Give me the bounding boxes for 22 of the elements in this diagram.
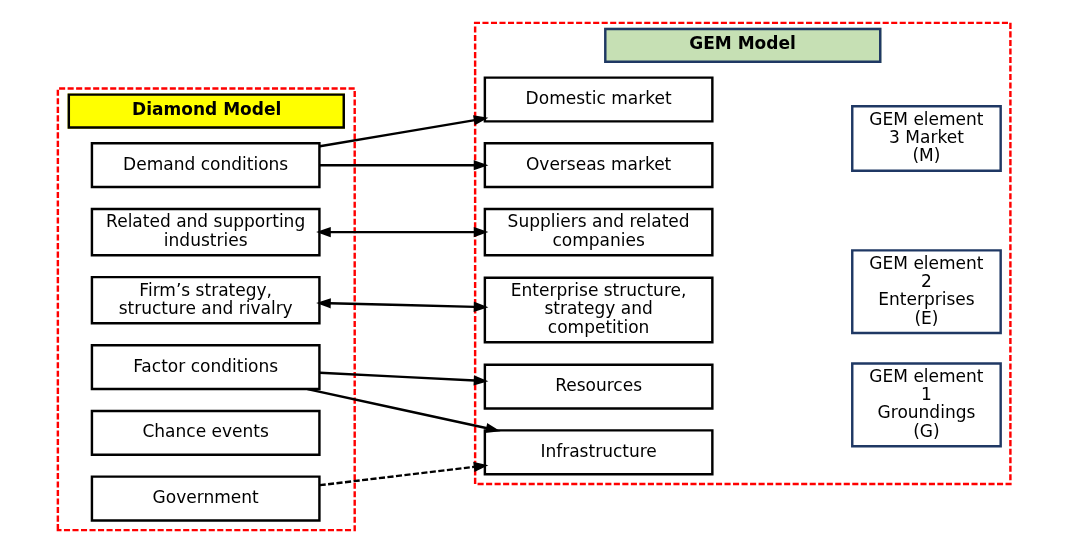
- arrow: [316, 298, 489, 312]
- node-box: Firm’s strategy, structure and rivalry: [90, 275, 321, 325]
- arrow: [319, 371, 489, 386]
- node-box: Overseas market: [483, 142, 714, 189]
- arrow: [319, 461, 489, 487]
- arrow: [319, 160, 489, 171]
- node-box: Chance events: [90, 409, 321, 456]
- node-box: Demand conditions: [90, 142, 321, 189]
- arrow: [316, 226, 489, 238]
- node-box: Factor conditions: [90, 344, 321, 391]
- node-box: Resources: [483, 363, 714, 410]
- node-box: Government: [90, 475, 321, 522]
- arrow: [307, 387, 501, 434]
- node-box: Infrastructure: [483, 429, 714, 476]
- node-box: GEM element 2 Enterprises (E): [851, 249, 1002, 335]
- node-box: Enterprise structure, strategy and competition: [483, 276, 714, 344]
- node-box: GEM element 3 Market (M): [851, 104, 1002, 172]
- node-box: Related and supporting industries: [90, 207, 321, 257]
- node-box: Domestic market: [483, 76, 714, 123]
- node-box: Suppliers and related companies: [483, 207, 714, 257]
- node-box: GEM element 1 Groundings (G): [851, 362, 1002, 448]
- arrow: [319, 115, 489, 148]
